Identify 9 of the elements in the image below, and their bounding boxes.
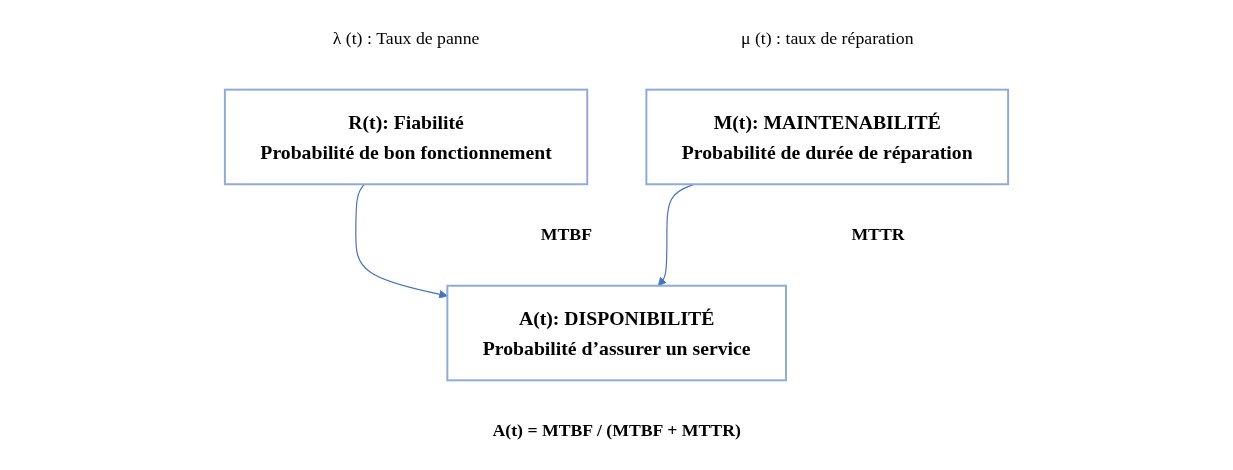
node-label: λ (t) : Taux de panne [332, 28, 480, 49]
node-label: MTTR [851, 224, 905, 245]
node-box: M(t): MAINTENABILITÉ Probabilité de durée de réparation [645, 88, 1010, 186]
node-label: μ (t) : taux de réparation [740, 28, 914, 49]
node-label: MTBF [540, 224, 593, 245]
node-label: A(t) = MTBF / (MTBF + MTTR) [492, 420, 741, 441]
node-box: A(t): DISPONIBILITÉ Probabilité d’assurer un service [446, 284, 787, 382]
arrow [355, 183, 448, 299]
node-box: R(t): Fiabilité Probabilité de bon fonctionnement [223, 88, 589, 186]
